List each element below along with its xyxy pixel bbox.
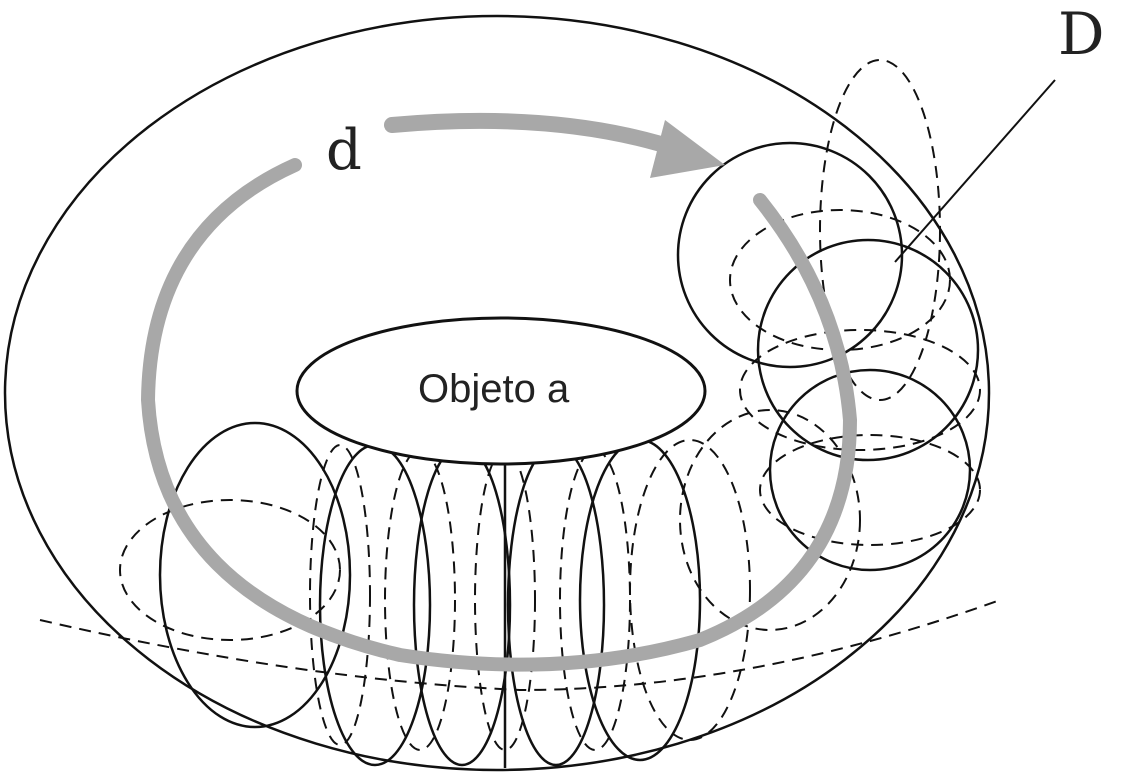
torus-outer-outline bbox=[3, 14, 991, 772]
label-d-leader-line bbox=[894, 79, 1056, 263]
path-arrow bbox=[140, 112, 858, 672]
label-objeto-a: Objeto a bbox=[418, 367, 570, 411]
meridian-circles-back bbox=[39, 59, 1001, 751]
arrowhead-icon bbox=[650, 120, 725, 178]
label-d-upper: D bbox=[1058, 0, 1105, 68]
meridian-circles-front bbox=[158, 141, 980, 768]
torus-hole bbox=[295, 316, 707, 466]
label-d-path: d bbox=[326, 118, 362, 183]
